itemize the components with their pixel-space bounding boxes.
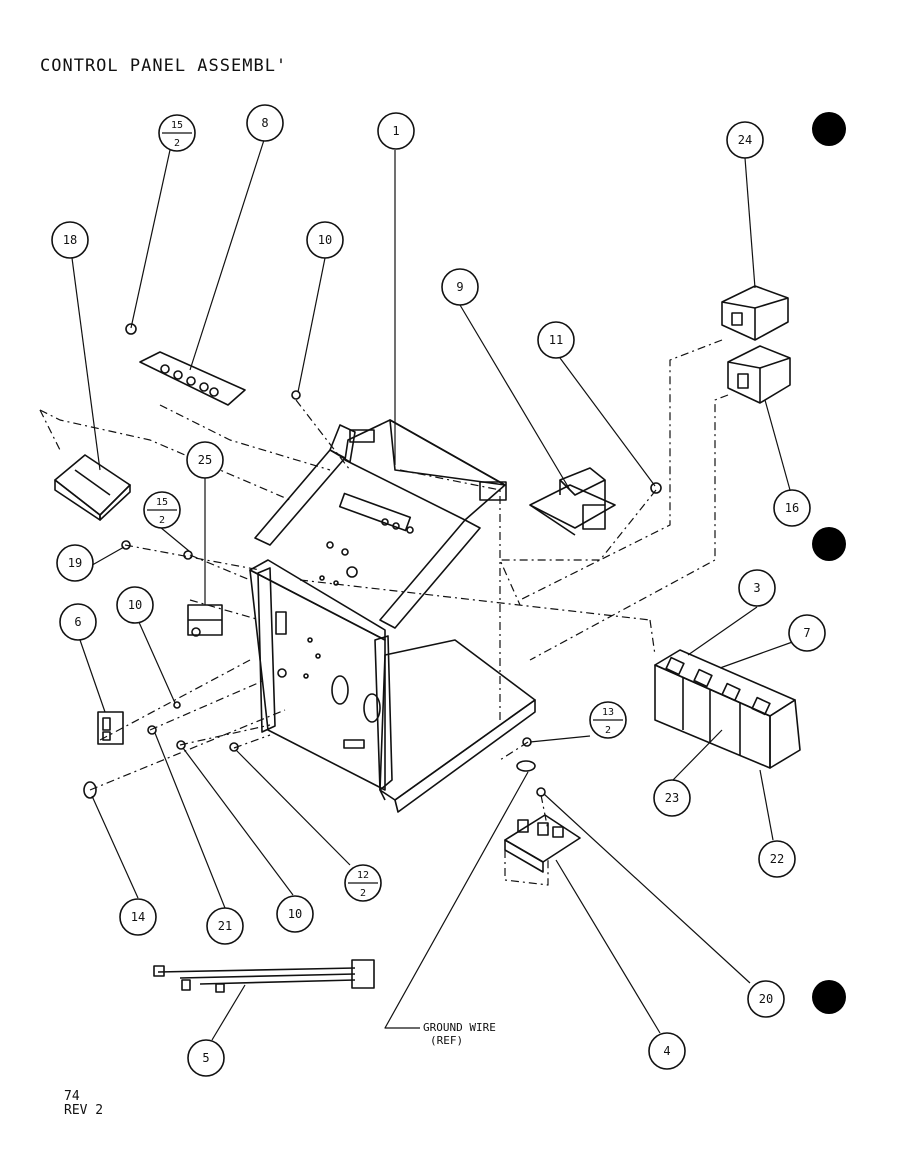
screw-10-top [291, 390, 301, 400]
page-number-block: 74 REV 2 [64, 1090, 103, 1118]
screw-21 [147, 725, 157, 735]
callout-18: 18 [63, 233, 77, 247]
callout-20: 20 [759, 992, 773, 1006]
base-plate [379, 639, 536, 813]
punch-hole-bottom [812, 980, 846, 1014]
screw-11 [650, 482, 662, 494]
callout-15b-num: 15 [156, 497, 168, 508]
callout-25: 25 [198, 453, 212, 467]
callout-15a-num: 15 [171, 120, 183, 131]
screw-15b [183, 550, 193, 560]
callout-4: 4 [663, 1044, 670, 1058]
callout-12-den: 2 [360, 888, 366, 899]
screw-15a [125, 323, 137, 335]
diagram-title: CONTROL PANEL ASSEMBL' [40, 56, 288, 76]
callout-19: 19 [68, 556, 82, 570]
control-panel-frame [249, 419, 507, 791]
transformer [529, 467, 616, 536]
callout-24: 24 [738, 133, 752, 147]
callout-leaders [71, 139, 799, 1041]
punch-hole-top [812, 112, 846, 146]
callout-16: 16 [785, 501, 799, 515]
ground-ring-terminal [516, 760, 536, 772]
callout-10-top: 10 [318, 233, 332, 247]
revision-label: REV 2 [64, 1103, 104, 1118]
callout-3: 3 [753, 581, 760, 595]
assembly-leader-lines [39, 339, 729, 886]
relay-box [54, 454, 131, 521]
callout-1: 1 [392, 124, 399, 138]
callout-10-low: 10 [288, 907, 302, 921]
callout-23: 23 [665, 791, 679, 805]
wire-harness [153, 959, 375, 993]
grommet-14 [83, 781, 97, 799]
callout-7: 7 [803, 626, 810, 640]
callout-11: 11 [549, 333, 563, 347]
callout-22: 22 [770, 852, 784, 866]
callout-12-num: 12 [357, 870, 369, 881]
screw-10-low [176, 740, 186, 750]
callout-15b-den: 2 [159, 515, 165, 526]
terminal-block [504, 814, 581, 873]
screw-10-mid [173, 701, 181, 709]
callout-circles [51, 104, 826, 1077]
callout-10-mid: 10 [128, 598, 142, 612]
capacitor-box-24 [721, 285, 789, 341]
ground-wire-ref: (REF) [430, 1034, 463, 1047]
terminal-strip [139, 351, 246, 406]
screw-19 [121, 540, 131, 550]
callout-21: 21 [218, 919, 232, 933]
page-number: 74 [64, 1089, 80, 1104]
callout-8: 8 [261, 116, 268, 130]
capacitor-box-16 [727, 345, 791, 404]
callout-9: 9 [456, 280, 463, 294]
callout-13-den: 2 [605, 725, 611, 736]
callout-13-num: 13 [602, 707, 614, 718]
callout-6: 6 [74, 615, 81, 629]
screw-20 [536, 787, 546, 797]
rocker-switch [97, 711, 124, 745]
control-switches-block [654, 649, 801, 769]
ground-wire-label: GROUND WIRE [423, 1021, 496, 1034]
punch-hole-middle [812, 527, 846, 561]
fraction-bars [147, 132, 623, 884]
callout-5: 5 [202, 1051, 209, 1065]
relay-25 [187, 604, 223, 637]
callout-14: 14 [131, 910, 145, 924]
callout-15a-den: 2 [174, 138, 180, 149]
